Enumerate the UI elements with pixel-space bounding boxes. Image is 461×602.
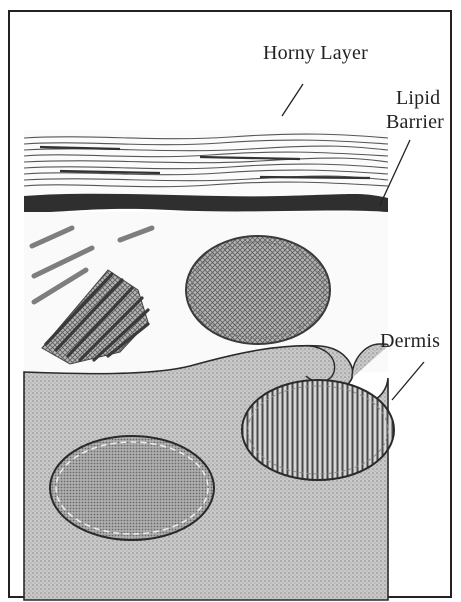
dermis-striated-cell: [242, 380, 394, 480]
lipid-barrier-label-line2: Barrier: [386, 111, 444, 133]
dermis-leader: [392, 362, 424, 400]
horny-layer-leader: [282, 84, 303, 116]
horny-layer: [24, 130, 388, 196]
horny-layer-label: Horny Layer: [263, 42, 368, 64]
dermis-lower-cell: [50, 436, 214, 540]
lipid-barrier-band: [24, 194, 388, 213]
upper-cell: [186, 236, 330, 344]
dermis-label: Dermis: [380, 330, 440, 352]
lipid-barrier-label-line1: Lipid: [396, 87, 440, 109]
